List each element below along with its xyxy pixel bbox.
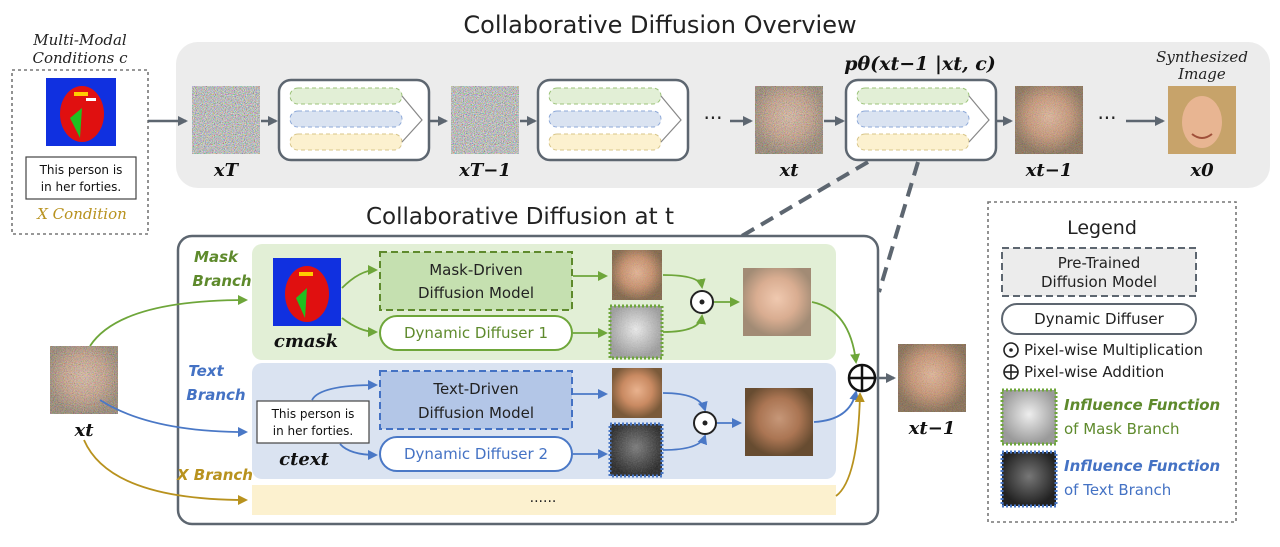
legend-mask-influence-line2: of Mask Branch [1064,420,1180,438]
legend-mask-influence-swatch [1000,388,1058,446]
legend-mult-symbol [1003,342,1019,358]
noisy-face-xt-1 [1015,86,1083,154]
arrow-cmask-to-maskmodel [341,265,378,289]
legend-pretrained-line2: Diffusion Model [1041,273,1157,291]
ctext-label: ctext [279,449,329,470]
mask-mult-symbol [690,290,714,314]
text-model-output-face [612,368,662,418]
synth-label-line2: Image [1177,65,1226,83]
legend-text-influence-line2: of Text Branch [1064,481,1171,499]
ellipsis-1: ··· [703,106,722,130]
legend-diffuser-swatch [1001,303,1197,335]
legend-add-symbol [1003,364,1019,380]
arrow-xt-to-x [83,439,248,505]
detail-title: Collaborative Diffusion at t [366,204,674,230]
arrow-ctext-to-diffuser2 [339,443,378,460]
noise-image-xT [192,86,260,154]
mask-model-output-face [612,250,662,300]
model-block-2 [536,78,690,162]
text-branch-result [745,388,813,456]
legend-text-influence-swatch [1000,450,1058,508]
mask-branch-label-line1: Mask [194,248,239,266]
label-x0: x0 [1189,160,1214,181]
zoom-line-right [877,161,920,293]
text-cond-box [256,400,370,444]
label-xT: xT [213,160,240,181]
arrow-xbranch-to-add [835,392,865,497]
text-model-line1: Text-Driven [432,380,518,398]
output-xt-1-image [898,344,966,412]
input-xt-image [50,346,118,414]
arrow-textinfl-to-mult [662,434,708,451]
mask-branch-result [743,268,811,336]
x-branch-ellipsis: ...... [530,490,557,506]
noise-image-xT-1 [451,86,519,154]
text-driven-model [379,370,573,430]
input-xt-label: xt [73,420,94,441]
zoom-line-left [733,160,870,242]
mask-model-line2: Diffusion Model [418,284,534,302]
dynamic-diffuser-2-label: Dynamic Diffuser 2 [404,445,548,463]
model-block-3 [844,78,998,162]
posterior-label: pθ(xt−1 |xt, c) [844,53,996,75]
conditions-box [11,69,149,235]
ellipsis-2: ··· [1097,106,1116,130]
arrow-xt-to-mask [89,295,248,347]
text-influence-map [608,422,664,478]
dynamic-diffuser-2 [379,436,573,472]
text-mult-symbol [693,411,717,435]
arrow-maskresult-to-add [811,301,861,364]
model-block-1 [277,78,431,162]
x-branch-panel [252,485,836,515]
output-xt-1-label: xt−1 [908,418,956,439]
pixel-add-symbol [847,363,877,393]
label-xt-1: xt−1 [1025,160,1073,181]
dynamic-diffuser-1-label: Dynamic Diffuser 1 [404,324,548,342]
synth-label-line1: Synthesized [1156,48,1248,66]
mask-branch-cond-image [273,258,341,326]
condition-text-line1: This person is [39,163,123,177]
arrow-maskout-to-mult [662,274,706,289]
legend-add-label: Pixel-wise Addition [1024,363,1164,381]
legend-mult-label: Pixel-wise Multiplication [1024,341,1203,359]
condition-text-line2: in her forties. [41,180,121,194]
legend-pretrained-swatch [1001,247,1197,297]
arrow-cmask-to-diffuser1 [341,317,378,337]
arrow-ctext-to-textmodel [311,380,378,401]
legend-title: Legend [1067,217,1137,239]
mask-condition-image [46,78,116,146]
legend-diffuser-label: Dynamic Diffuser [1034,310,1165,328]
x-condition-label: X Condition [36,205,127,223]
arrow-xt-to-text [99,399,248,437]
dynamic-diffuser-1 [379,315,573,351]
arrow-textout-to-mult [662,392,708,412]
text-branch-label-line2: Branch [186,386,245,404]
legend-pretrained-line1: Pre-Trained [1058,254,1141,272]
mask-driven-model [379,251,573,311]
conditions-title-line1: Multi-Modal [32,31,127,49]
legend-text-influence-line1: Influence Function [1064,457,1220,475]
synthesized-face-x0 [1168,86,1236,154]
conditions-title-line2: Conditions c [33,49,129,67]
label-xt: xt [778,160,799,181]
cmask-label: cmask [274,331,338,352]
text-cond-line1: This person is [271,407,355,421]
mask-model-line1: Mask-Driven [429,261,523,279]
overview-title: Collaborative Diffusion Overview [463,11,856,39]
label-xT-1: xT−1 [458,160,511,181]
noisy-face-xt [755,86,823,154]
mask-influence-map [608,304,664,360]
text-model-line2: Diffusion Model [418,404,534,422]
text-cond-line2: in her forties. [273,424,353,438]
mask-branch-label-line2: Branch [192,272,251,290]
text-branch-label-line1: Text [188,362,224,380]
condition-text-box [25,156,137,200]
arrow-maskinfl-to-mult [662,314,706,333]
legend-mask-influence-line1: Influence Function [1064,396,1220,414]
arrow-textresult-to-add [813,390,860,423]
x-branch-label: X Branch [176,466,253,484]
